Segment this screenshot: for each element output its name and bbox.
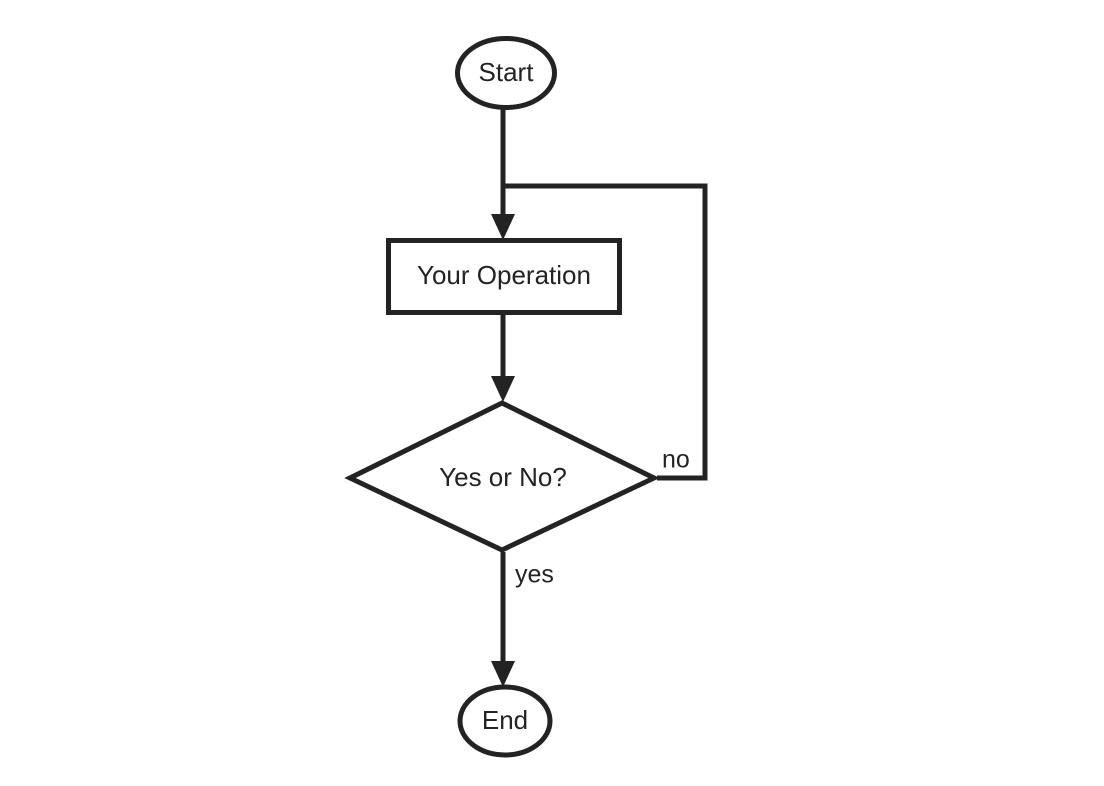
node-start-shape[interactable] bbox=[455, 36, 557, 110]
edge-start-to-operation-arrowhead bbox=[491, 214, 515, 240]
node-operation-label: Your Operation bbox=[417, 260, 591, 290]
node-decision-label: Yes or No? bbox=[439, 462, 567, 492]
edge-decision-to-operation bbox=[503, 183, 708, 481]
node-end-label: End bbox=[482, 705, 528, 735]
edge-decision-to-end bbox=[491, 552, 515, 687]
edge-operation-to-decision bbox=[491, 313, 515, 402]
edge-operation-to-decision-arrowhead bbox=[491, 376, 515, 402]
edge-decision-to-operation-loop bbox=[503, 183, 708, 481]
node-decision[interactable]: Yes or No? bbox=[344, 400, 660, 553]
node-start[interactable]: Start bbox=[455, 36, 557, 110]
edge-start-to-operation bbox=[491, 108, 515, 240]
edge-label-yes: yes bbox=[515, 561, 554, 589]
node-end[interactable]: End bbox=[457, 684, 553, 758]
node-operation-shape[interactable] bbox=[386, 238, 622, 315]
edge-label-no: no bbox=[662, 446, 690, 474]
edge-decision-to-end-arrowhead bbox=[491, 661, 515, 687]
node-start-label: Start bbox=[479, 57, 535, 87]
node-decision-shape[interactable] bbox=[344, 400, 660, 553]
node-end-shape[interactable] bbox=[457, 684, 553, 758]
node-operation[interactable]: Your Operation bbox=[386, 238, 622, 315]
